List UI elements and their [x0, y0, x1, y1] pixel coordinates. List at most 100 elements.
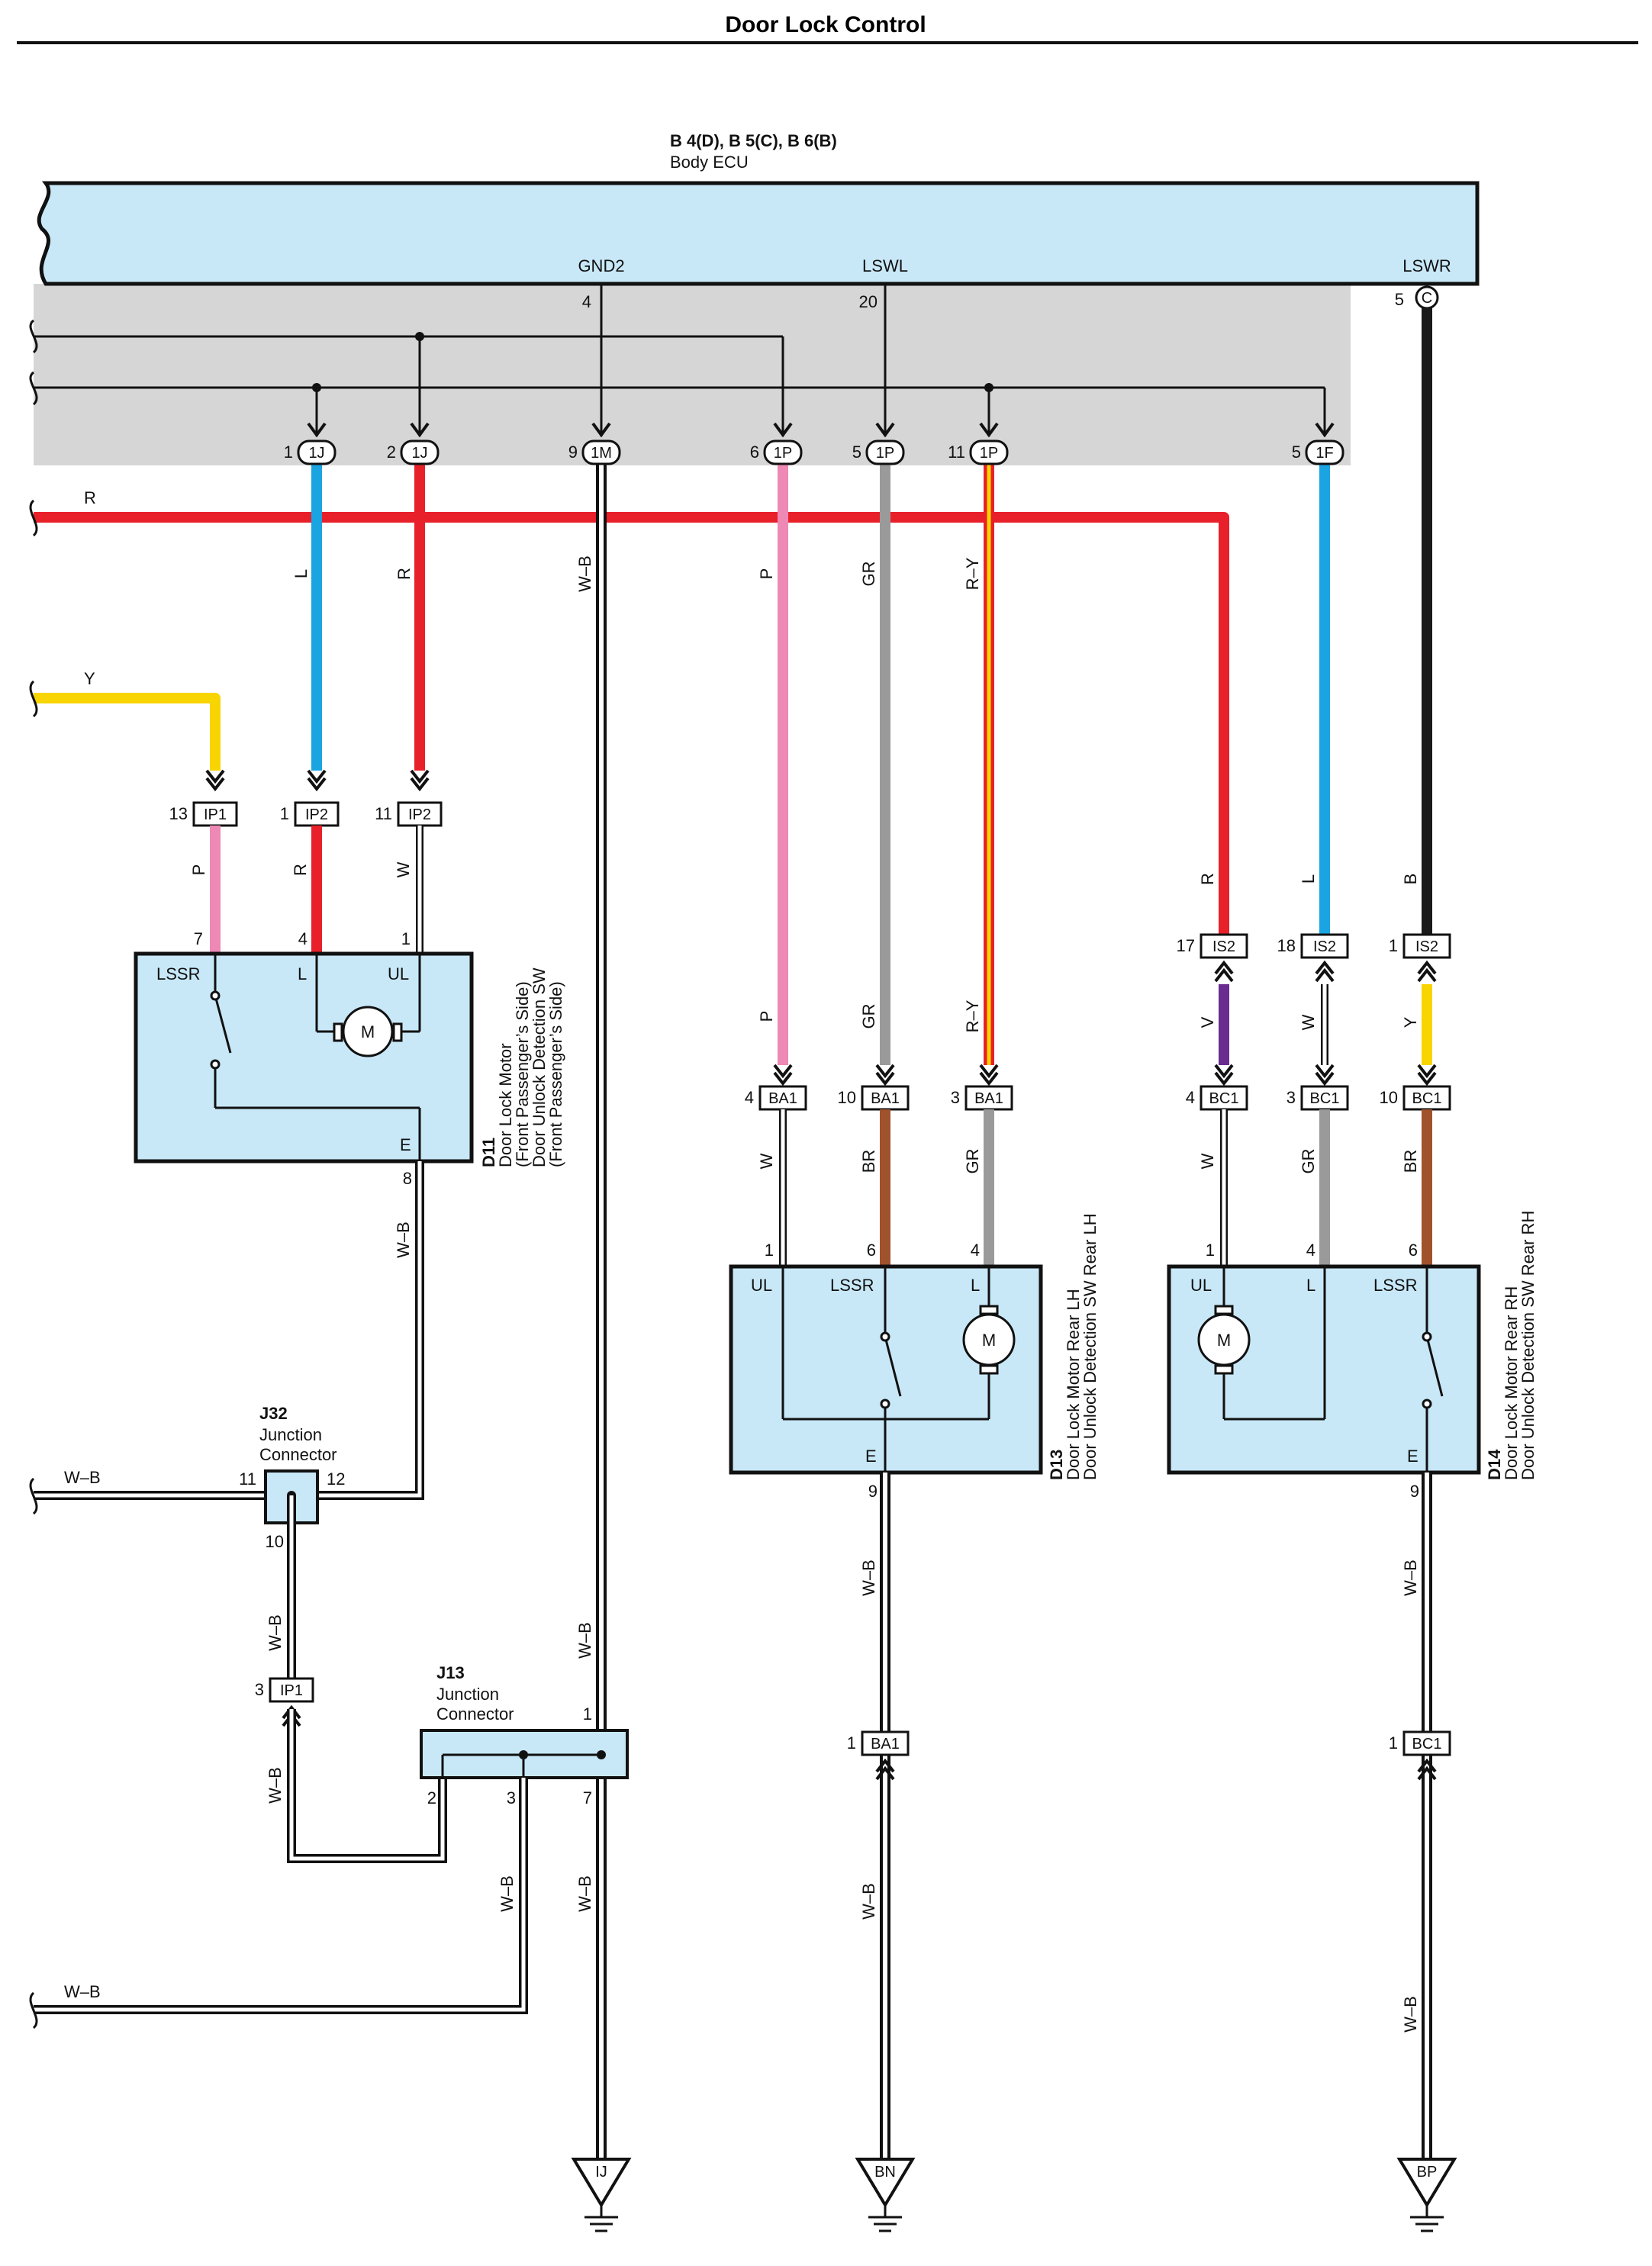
wire-label-r: R	[394, 568, 414, 580]
wire-label-d13-w: W	[757, 1153, 776, 1169]
ecu-term-lswr: LSWR	[1402, 256, 1451, 275]
ip1-connector-13: IP1 13	[169, 801, 238, 827]
ecu-pin-gnd2: 4	[582, 292, 591, 311]
svg-text:9: 9	[568, 443, 578, 462]
wire-label-d13-gr: GR	[963, 1149, 982, 1174]
svg-text:4: 4	[1186, 1088, 1195, 1107]
svg-text:5: 5	[852, 443, 861, 462]
wire-label-ry: R–Y	[963, 557, 982, 590]
ground-bn-icon: BN	[855, 2158, 916, 2232]
bc1-arrowheads	[1214, 1064, 1437, 1086]
j32-pin-10: 10	[266, 1532, 284, 1551]
j32-id: J32	[259, 1404, 288, 1423]
wire-label-wb-j32: W–B	[64, 1468, 101, 1487]
wire-label-w-d14: W	[1299, 1014, 1318, 1030]
ip-arrowheads	[205, 769, 430, 792]
wire-label-wb-bottom: W–B	[64, 1982, 101, 2001]
d11-motor-icon: M	[333, 1006, 403, 1057]
svg-text:BC1: BC1	[1412, 1736, 1442, 1753]
svg-text:M: M	[361, 1022, 375, 1041]
svg-text:Door Unlock Detection SW Rear: Door Unlock Detection SW Rear RH	[1518, 1211, 1538, 1480]
d11-term-e: E	[400, 1135, 411, 1154]
svg-text:D11: D11	[479, 1138, 498, 1167]
svg-text:2: 2	[387, 443, 396, 462]
d14-term-l: L	[1306, 1276, 1315, 1295]
svg-text:1: 1	[1389, 1733, 1398, 1753]
wire-label-p: P	[757, 568, 776, 580]
svg-text:M: M	[1217, 1331, 1231, 1350]
wire-j13-wb-left	[34, 1778, 528, 2014]
d11-pin-e: 8	[403, 1169, 412, 1188]
d14-motor-icon: M	[1197, 1305, 1251, 1375]
svg-text:IP1: IP1	[280, 1682, 303, 1699]
d11-component-box	[134, 951, 474, 1164]
wire-label-wb-upper: W–B	[575, 1622, 594, 1659]
svg-text:1J: 1J	[308, 445, 324, 462]
svg-text:3: 3	[255, 1680, 264, 1699]
svg-text:3: 3	[1286, 1088, 1296, 1107]
ecu-name: Body ECU	[670, 153, 749, 172]
d11-term-lssr: LSSR	[156, 964, 200, 983]
inline-connector-1f: 1F 5	[1292, 439, 1344, 465]
inline-connector-1p-6: 1P 6	[750, 439, 803, 465]
d14-pin-l: 4	[1306, 1241, 1315, 1260]
svg-text:IS2: IS2	[1415, 938, 1438, 955]
svg-text:(Front Passenger’s Side): (Front Passenger’s Side)	[513, 981, 532, 1167]
wire-label-ry-lower: R–Y	[963, 999, 982, 1032]
svg-text:BA1: BA1	[871, 1090, 900, 1107]
svg-text:13: 13	[169, 804, 188, 823]
page-title: Door Lock Control	[725, 12, 926, 37]
wire-label-r-bus: R	[84, 488, 96, 507]
d11-description: D11 Door Lock Motor (Front Passenger’s S…	[479, 967, 565, 1167]
svg-text:IS2: IS2	[1212, 938, 1235, 955]
is2-arrowheads	[1214, 960, 1437, 983]
wire-label-p-lower: P	[757, 1011, 776, 1022]
is2-connector-1: IS2 1	[1389, 933, 1451, 959]
wire-label-l: L	[291, 569, 311, 578]
bc1-1-arrowheads	[1417, 1758, 1437, 1781]
harness-arrowheads	[307, 422, 1335, 438]
svg-text:1P: 1P	[774, 445, 792, 462]
ecu-pin-lswl: 20	[859, 292, 878, 311]
svg-text:BC1: BC1	[1310, 1090, 1340, 1107]
wire-label-j13-wb: W–B	[498, 1875, 517, 1912]
d11-switch-contact	[210, 1059, 221, 1070]
j13-junction-dot	[519, 1750, 528, 1759]
d13-pin-lssr: 6	[867, 1241, 876, 1260]
svg-text:1M: 1M	[591, 445, 612, 462]
d11-pin-ul: 1	[401, 929, 411, 948]
svg-text:6: 6	[750, 443, 759, 462]
svg-text:1F: 1F	[1315, 445, 1333, 462]
svg-text:10: 10	[838, 1088, 856, 1107]
svg-text:IP2: IP2	[305, 806, 328, 823]
d13-description: D13 Door Lock Motor Rear LH Door Unlock …	[1047, 1213, 1100, 1480]
d13-term-l: L	[971, 1276, 980, 1295]
break-marks	[29, 319, 38, 406]
d13-term-ul: UL	[751, 1276, 772, 1295]
ba1-1-arrowheads	[875, 1758, 895, 1781]
ecu-term-gnd2: GND2	[578, 256, 624, 275]
svg-text:IP2: IP2	[408, 806, 431, 823]
svg-text:17: 17	[1177, 936, 1195, 955]
svg-text:BA1: BA1	[974, 1090, 1003, 1107]
svg-text:BA1: BA1	[768, 1090, 797, 1107]
wire-label-d11-r: R	[291, 864, 310, 876]
wire-label-is2-r: R	[1198, 873, 1217, 885]
ba1-connector-3: BA1 3	[951, 1085, 1013, 1111]
d14-term-e: E	[1407, 1447, 1419, 1466]
wire-label-d13-br: BR	[859, 1150, 878, 1173]
svg-text:M: M	[982, 1331, 996, 1350]
d11-switch-contact	[210, 990, 221, 1001]
is2-connector-18: IS2 18	[1277, 933, 1349, 959]
svg-text:5: 5	[1292, 443, 1301, 462]
wire-label-d11-w: W	[394, 861, 413, 877]
svg-text:BC1: BC1	[1412, 1090, 1442, 1107]
d14-switch-contact	[1422, 1331, 1432, 1342]
svg-text:1J: 1J	[411, 445, 427, 462]
wire-label-y: Y	[84, 669, 95, 688]
svg-text:1P: 1P	[980, 445, 998, 462]
d13-motor-icon: M	[962, 1305, 1016, 1375]
wire-label-ip1-wb: W–B	[266, 1767, 285, 1804]
body-ecu-box	[37, 181, 1480, 286]
ba1-arrowheads	[773, 1064, 999, 1086]
